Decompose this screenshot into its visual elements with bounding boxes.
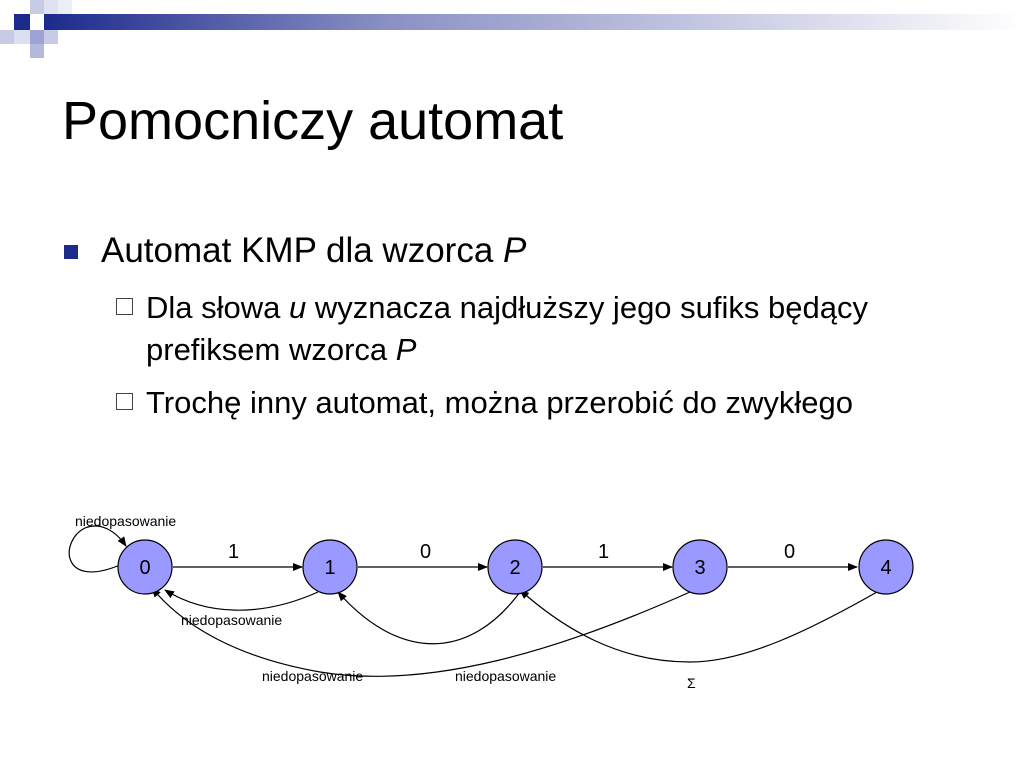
sub1-var-u: u bbox=[289, 290, 307, 325]
sub1-middle: wyznacza najdłuższy jego sufiks będący p… bbox=[146, 290, 868, 367]
subbullet-1-text: Dla słowa u wyznacza najdłuższy jego suf… bbox=[146, 287, 946, 371]
state-label-3: 3 bbox=[694, 557, 705, 579]
sub1-var-p: P bbox=[395, 332, 417, 367]
sub1-before: Dla słowa bbox=[146, 290, 289, 325]
subbullet-2-text: Trochę inny automat, można przerobić do … bbox=[146, 385, 854, 420]
hollow-square-bullet-icon bbox=[116, 298, 133, 315]
kmp-automaton-diagram: niedopasowanie 1 0 1 0 niedopasowanie ni… bbox=[68, 513, 914, 691]
edge-label-2-3: 1 bbox=[598, 541, 609, 563]
state-1: 1 bbox=[302, 539, 358, 595]
edge-label-3-4: 0 bbox=[784, 541, 795, 563]
back-label-4-2: Σ bbox=[687, 675, 696, 691]
state-2: 2 bbox=[487, 539, 543, 595]
edge-label-0-1: 1 bbox=[228, 541, 239, 563]
square-bullet-icon bbox=[64, 245, 78, 259]
state-label-1: 1 bbox=[324, 557, 335, 579]
state-0: 0 bbox=[117, 539, 173, 595]
state-3: 3 bbox=[672, 539, 728, 595]
state-label-0: 0 bbox=[139, 557, 150, 579]
back-label-2-1: niedopasowanie bbox=[455, 668, 556, 684]
back-label-3-0: niedopasowanie bbox=[262, 668, 363, 684]
back-edge-3-0 bbox=[151, 587, 691, 677]
self-loop-edge-0 bbox=[68, 525, 127, 573]
hollow-square-bullet-icon bbox=[116, 393, 133, 410]
state-label-4: 4 bbox=[880, 557, 891, 579]
back-edge-4-2 bbox=[519, 589, 878, 663]
state-4: 4 bbox=[858, 539, 914, 595]
bullet-text: Automat KMP dla wzorca P bbox=[101, 228, 526, 274]
slide-title: Pomocniczy automat bbox=[62, 91, 564, 151]
header-decoration bbox=[0, 0, 1024, 58]
state-label-2: 2 bbox=[509, 557, 520, 579]
back-edge-1-0 bbox=[164, 589, 319, 611]
back-edge-2-1 bbox=[337, 591, 521, 645]
back-label-1-0: niedopasowanie bbox=[181, 612, 282, 628]
self-loop-label: niedopasowanie bbox=[75, 513, 176, 529]
edge-label-1-2: 0 bbox=[420, 541, 431, 563]
bullet-text-main: Automat KMP dla wzorca bbox=[101, 231, 504, 270]
bullet-var-p: P bbox=[503, 231, 527, 270]
